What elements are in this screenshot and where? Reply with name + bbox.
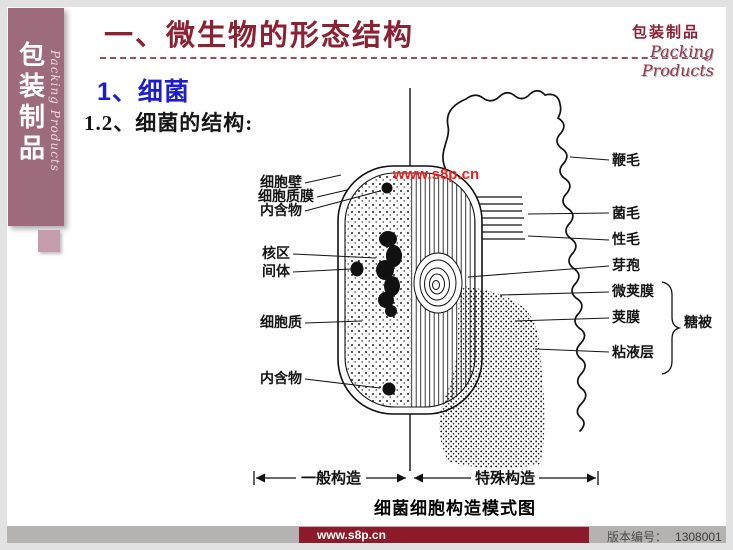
label-cell-wall: 细胞壁 [260, 174, 302, 190]
label-flagellum: 鞭毛 [612, 152, 640, 168]
right-label-group: 鞭毛 菌毛 性毛 芽孢 微荚膜 荚膜 粘液层 糖被 [467, 152, 713, 375]
capsule-slime-mass [439, 286, 545, 469]
brand-english: Packing Products [641, 42, 714, 80]
subsection-heading: 1.2、细菌的结构: [84, 111, 254, 135]
label-nucleoid: 核区 [262, 245, 290, 261]
sidebar-banner: 包 装 制 品 Packing Products [8, 8, 64, 226]
label-microcapsule: 微荚膜 [611, 283, 654, 299]
label-cell-membrane: 细胞质膜 [258, 188, 314, 204]
arrowhead-left-out [256, 473, 265, 483]
footer-strip: www.s8p.cn 版本编号： 1308001 [7, 526, 726, 545]
version-number: 1308001 [675, 530, 722, 544]
sidebar-char: 包 [18, 40, 45, 70]
footer-site-text: www.s8p.cn [317, 528, 386, 542]
version-label: 版本编号： [607, 530, 668, 544]
inclusion-top [381, 182, 393, 194]
sidebar-char: 制 [18, 102, 45, 132]
label-pilus: 性毛 [612, 231, 640, 247]
sidebar-title-vertical: 包 装 制 品 [17, 40, 47, 164]
glycocalyx-bracket [661, 281, 682, 375]
section-heading: 1、细菌 [97, 78, 190, 106]
fimbriae-lines [477, 196, 525, 240]
cytoplasm-stipple-left [345, 173, 411, 407]
arrowhead-right-in [414, 473, 423, 483]
title-divider [100, 57, 708, 59]
inclusion-bottom [382, 382, 396, 396]
sidebar-char: 品 [18, 133, 45, 163]
label-slime-layer: 粘液层 [612, 344, 654, 360]
span-label-special: 特殊构造 [475, 469, 535, 487]
label-inclusion-top: 内含物 [260, 202, 302, 218]
footer-url-bar: www.s8p.cn [299, 527, 589, 543]
arrowhead-right-out [587, 473, 596, 483]
span-label-general: 一般构造 [301, 469, 361, 487]
flagellum-curve [442, 89, 587, 432]
label-spore: 芽孢 [612, 257, 640, 273]
sidebar-script-text: Packing Products [48, 50, 62, 172]
footer-version: 版本编号： 1308001 [607, 528, 722, 545]
spore-rings [413, 252, 463, 314]
sidebar-char: 装 [18, 71, 45, 101]
left-label-group: 细胞壁 细胞质膜 内含物 核区 间体 细胞质 内含物 [258, 174, 381, 389]
label-mesosome: 间体 [262, 263, 291, 279]
label-capsule: 荚膜 [612, 309, 640, 325]
watermark-text: www.s8p.cn [393, 166, 480, 183]
page-title: 一、微生物的形态结构 [104, 20, 415, 52]
sidebar-tail-square [38, 230, 60, 252]
nucleoid-region [376, 231, 402, 317]
arrowhead-left-in [397, 473, 406, 483]
label-fimbriae: 菌毛 [612, 205, 640, 221]
label-cytoplasm: 细胞质 [260, 314, 302, 330]
label-glycocalyx: 糖被 [684, 314, 713, 330]
label-inclusion-bottom: 内含物 [260, 370, 302, 386]
bottom-span-group [253, 471, 599, 485]
diagram-caption: 细菌细胞构造模式图 [374, 498, 536, 518]
mesosome-blob [350, 261, 364, 277]
brand-chinese: 包装制品 [631, 24, 700, 41]
